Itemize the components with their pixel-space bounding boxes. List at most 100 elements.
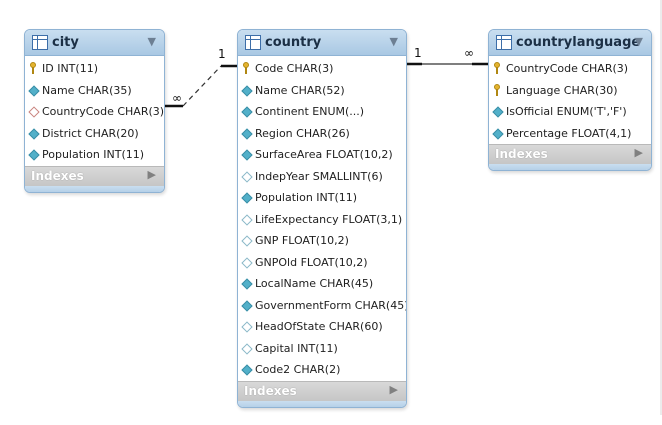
nullable-column-icon — [241, 235, 253, 247]
column-row[interactable]: IndepYear SMALLINT(6) — [238, 166, 406, 188]
nullable-column-icon — [241, 170, 253, 183]
column-row[interactable]: Population INT(11) — [238, 187, 406, 209]
indexes-label: Indexes — [244, 383, 297, 398]
indexes-label: Indexes — [495, 147, 548, 161]
cardinality-one-label: 1 — [414, 46, 422, 60]
indexes-label: Indexes — [31, 168, 84, 183]
column-label: Continent ENUM(...) — [255, 105, 365, 118]
column-row[interactable]: SurfaceArea FLOAT(10,2) — [238, 144, 406, 166]
cardinality-one-label: 1 — [218, 47, 226, 61]
column-row[interactable]: Percentage FLOAT(4,1) — [489, 123, 651, 145]
column-label: Percentage FLOAT(4,1) — [506, 126, 632, 140]
column-row[interactable]: Population INT(11) — [25, 144, 164, 166]
expand-arrow-icon[interactable]: ▶ — [147, 167, 156, 181]
column-label: GNP FLOAT(10,2) — [255, 234, 349, 247]
not-null-column-icon — [28, 84, 40, 97]
column-label: Code CHAR(3) — [255, 62, 334, 75]
column-row[interactable]: GNP FLOAT(10,2) — [238, 230, 406, 252]
column-label: LifeExpectancy FLOAT(3,1) — [255, 212, 403, 226]
foreign-key-column-icon — [28, 106, 40, 118]
column-label: Capital INT(11) — [255, 341, 338, 355]
table-icon — [496, 35, 512, 50]
nullable-column-icon — [241, 256, 253, 269]
not-null-column-icon — [241, 127, 253, 140]
column-row[interactable]: LifeExpectancy FLOAT(3,1) — [238, 209, 406, 231]
not-null-column-icon — [492, 106, 504, 118]
column-row[interactable]: Name CHAR(52) — [238, 80, 406, 102]
not-null-column-icon — [241, 299, 253, 312]
not-null-column-icon — [241, 192, 253, 204]
expand-arrow-icon[interactable]: ▶ — [634, 146, 643, 159]
table-header[interactable]: country ▼ — [238, 30, 406, 56]
column-row[interactable]: Continent ENUM(...) — [238, 101, 406, 123]
collapse-arrow-icon[interactable]: ▼ — [389, 35, 398, 48]
column-label: LocalName CHAR(45) — [255, 277, 374, 290]
table-city[interactable]: city ▼ ID INT(11) Name CHAR(35) CountryC… — [24, 29, 165, 193]
table-bottom-edge — [238, 400, 406, 407]
column-row[interactable]: GovernmentForm CHAR(45) — [238, 295, 406, 317]
column-row[interactable]: GNPOld FLOAT(10,2) — [238, 252, 406, 274]
not-null-column-icon — [241, 106, 253, 118]
column-label: IndepYear SMALLINT(6) — [255, 169, 383, 183]
column-row[interactable]: ID INT(11) — [25, 58, 164, 80]
indexes-section[interactable]: Indexes ▶ — [238, 380, 406, 401]
not-null-column-icon — [28, 149, 40, 161]
column-label: CountryCode CHAR(3) — [506, 62, 629, 75]
column-label: ID INT(11) — [42, 62, 98, 75]
column-row[interactable]: Region CHAR(26) — [238, 123, 406, 145]
column-row[interactable]: Code CHAR(3) — [238, 58, 406, 80]
not-null-column-icon — [28, 127, 40, 140]
column-row[interactable]: CountryCode CHAR(3) — [25, 101, 164, 123]
not-null-column-icon — [492, 127, 504, 140]
table-header[interactable]: city ▼ — [25, 30, 164, 56]
table-icon — [245, 35, 261, 50]
canvas-edge — [660, 0, 662, 415]
column-label: Name CHAR(52) — [255, 83, 345, 97]
table-name: city — [52, 35, 79, 50]
table-countrylanguage[interactable]: countrylanguage ▼ CountryCode CHAR(3) La… — [488, 29, 652, 171]
table-bottom-edge — [489, 164, 651, 170]
column-row[interactable]: District CHAR(20) — [25, 123, 164, 145]
column-label: HeadOfState CHAR(60) — [255, 320, 383, 333]
column-row[interactable]: Capital INT(11) — [238, 338, 406, 360]
nullable-column-icon — [241, 213, 253, 226]
primary-key-icon — [30, 62, 36, 75]
column-row[interactable]: Language CHAR(30) — [489, 80, 651, 102]
not-null-column-icon — [241, 84, 253, 97]
table-header[interactable]: countrylanguage ▼ — [489, 30, 651, 56]
column-label: CountryCode CHAR(3) — [42, 105, 165, 118]
cardinality-many-label: ∞ — [464, 46, 474, 60]
indexes-section[interactable]: Indexes ▶ — [25, 165, 164, 186]
collapse-arrow-icon[interactable]: ▼ — [147, 35, 156, 48]
column-label: GovernmentForm CHAR(45) — [255, 298, 407, 312]
relationship-city-country-line[interactable] — [182, 65, 222, 107]
column-label: SurfaceArea FLOAT(10,2) — [255, 148, 393, 161]
column-label: IsOfficial ENUM('T','F') — [506, 105, 627, 118]
indexes-section[interactable]: Indexes ▶ — [489, 144, 651, 164]
column-row[interactable]: Code2 CHAR(2) — [238, 359, 406, 381]
not-null-column-icon — [241, 364, 253, 376]
not-null-column-icon — [241, 278, 253, 290]
not-null-column-icon — [241, 149, 253, 161]
nullable-column-icon — [241, 342, 253, 355]
column-label: District CHAR(20) — [42, 126, 139, 140]
table-country[interactable]: country ▼ Code CHAR(3) Name CHAR(52) Con… — [237, 29, 407, 408]
column-row[interactable]: HeadOfState CHAR(60) — [238, 316, 406, 338]
column-label: GNPOld FLOAT(10,2) — [255, 255, 368, 269]
table-name: countrylanguage — [516, 35, 641, 50]
column-label: Name CHAR(35) — [42, 83, 132, 97]
column-row[interactable]: LocalName CHAR(45) — [238, 273, 406, 295]
column-label: Code2 CHAR(2) — [255, 363, 341, 376]
column-row[interactable]: IsOfficial ENUM('T','F') — [489, 101, 651, 123]
column-label: Population INT(11) — [255, 191, 358, 204]
column-row[interactable]: CountryCode CHAR(3) — [489, 58, 651, 80]
table-icon — [32, 35, 48, 50]
collapse-arrow-icon[interactable]: ▼ — [634, 35, 643, 48]
primary-key-icon — [494, 62, 500, 75]
expand-arrow-icon[interactable]: ▶ — [389, 382, 398, 396]
column-row[interactable]: Name CHAR(35) — [25, 80, 164, 102]
primary-key-icon — [243, 62, 249, 75]
column-label: Region CHAR(26) — [255, 126, 350, 140]
table-bottom-edge — [25, 185, 164, 192]
